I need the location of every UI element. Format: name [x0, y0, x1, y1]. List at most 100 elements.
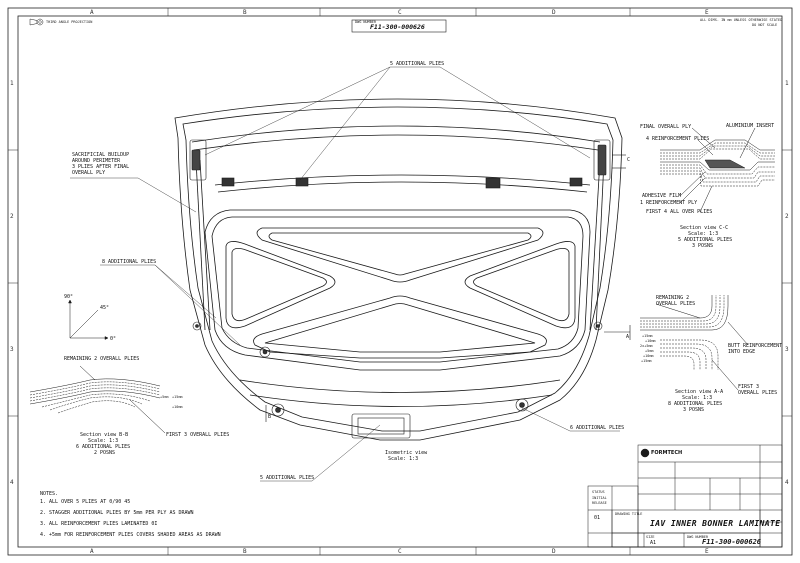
aa-caption-2: Scale: 1:3: [682, 395, 713, 401]
label-sacrificial-4: OVERALL PLY: [72, 170, 106, 176]
zone-d-top: D: [552, 9, 556, 16]
size-label: SIZE: [646, 535, 655, 539]
label-iso-title: Isometric view: [385, 450, 428, 456]
bb-caption-1: Section view B-B: [80, 432, 129, 438]
label-iso-scale: Scale: 1:3: [388, 456, 419, 462]
title-block: [587, 444, 783, 548]
section-bb-detail: [29, 365, 166, 434]
status-line-1: INITIAL: [592, 496, 607, 500]
dwg-number: F11-300-000626: [702, 538, 762, 546]
bb-caption-4: 2 POSNS: [94, 450, 116, 456]
ply-orientation: [68, 299, 109, 340]
zone-e-bottom: E: [705, 548, 709, 555]
cc-first4: FIRST 4 ALL OVER PLIES: [646, 209, 713, 215]
aa-butt-2: INTO EDGE: [728, 349, 756, 355]
marker-b: B: [268, 414, 272, 420]
drawing-title: IAV INNER BONNER LAMINATE: [650, 519, 781, 528]
zone-ticks: [8, 8, 792, 555]
inner-border: [17, 15, 783, 548]
bb-dim-1: +5mm: [160, 395, 169, 399]
bb-caption-2: Scale: 1:3: [88, 438, 119, 444]
outer-border: [7, 7, 793, 556]
aa-dim-3: 2x+5mm: [640, 344, 653, 348]
aa-caption-3: 8 ADDITIONAL PLIES: [668, 401, 723, 407]
label-angle-90: 90°: [64, 294, 74, 300]
note-2: 2. STAGGER ADDITIONAL PLIES BY 5mm PER P…: [40, 510, 194, 516]
cc-caption-4: 3 POSNS: [692, 243, 714, 249]
bb-remaining: REMAINING 2 OVERALL PLIES: [64, 356, 140, 362]
note-1: 1. ALL OVER 5 PLIES AT 0/90 45: [40, 499, 131, 505]
label-plies-top: 5 ADDITIONAL PLIES: [390, 61, 445, 67]
cc-caption-2: Scale: 1:3: [688, 231, 719, 237]
window-top: [256, 227, 544, 283]
top-dwg-label: DWG NUMBER: [355, 20, 377, 24]
label-sacrificial-3: 3 PLIES AFTER FINAL: [72, 164, 130, 170]
cc-caption-3: 5 ADDITIONAL PLIES: [678, 237, 733, 243]
aa-first3-2: OVERALL PLIES: [738, 390, 778, 396]
status-line-2: RELEASE: [592, 501, 607, 505]
inner-panel: [204, 209, 591, 371]
bonnet-features: [189, 139, 611, 439]
label-plies-8: 8 ADDITIONAL PLIES: [102, 259, 157, 265]
aa-dim-1: +15mm: [642, 334, 653, 338]
bonnet-drawing: [174, 98, 623, 441]
label-sacrificial-2: AROUND PERIMETER: [72, 158, 121, 164]
zone-a-bottom: A: [90, 548, 94, 555]
section-markers: [265, 154, 631, 422]
cc-alu-insert: ALUMINIUM INSERT: [726, 123, 775, 129]
company-logo: FORMTECH: [651, 450, 683, 456]
bb-dim-3: +10mm: [172, 405, 183, 409]
zone-1-left: 1: [10, 80, 14, 87]
cc-reinf-4: 4 REINFORCEMENT PLIES: [646, 136, 710, 142]
zone-3-left: 3: [10, 346, 14, 353]
zone-b-bottom: B: [243, 548, 247, 555]
label-plies-6: 6 ADDITIONAL PLIES: [570, 425, 625, 431]
size-value: A1: [650, 540, 657, 546]
bonnet-outline: [174, 98, 623, 441]
zone-4-left: 4: [10, 479, 14, 486]
section-cc-detail: [660, 127, 775, 213]
section-aa-detail: [640, 295, 749, 391]
zone-e-top: E: [705, 9, 709, 16]
units-note: ALL DIMS. IN mm UNLESS OTHERWISE STATED: [700, 18, 783, 22]
marker-a: A: [626, 334, 630, 340]
aa-remaining-2: OVERALL PLIES: [656, 301, 696, 307]
aa-dim-5: +10mm: [643, 354, 654, 358]
aa-dim-4: +5mm: [645, 349, 654, 353]
label-sacrificial-1: SACRIFICIAL BUILDUP: [72, 152, 130, 158]
top-dwg-number: F11-300-000626: [370, 23, 425, 31]
aa-dim-2: +10mm: [645, 339, 656, 343]
zone-2-left: 2: [10, 213, 14, 220]
zone-c-top: C: [398, 9, 402, 16]
window-bottom: [253, 295, 547, 359]
zone-c-bottom: C: [398, 548, 402, 555]
leader-lines: [70, 66, 620, 482]
label-plies-5b: 5 ADDITIONAL PLIES: [260, 475, 315, 481]
aa-caption-4: 3 POSNS: [683, 407, 705, 413]
aa-remaining-1: REMAINING 2: [656, 295, 690, 301]
zone-d-bottom: D: [552, 548, 556, 555]
aa-first3-1: FIRST 3: [738, 384, 760, 390]
bb-dim-2: +15mm: [172, 395, 183, 399]
zone-3-right: 3: [785, 346, 789, 353]
zone-b-top: B: [243, 9, 247, 16]
zone-a-top: A: [90, 9, 94, 16]
aa-caption-1: Section view A-A: [675, 389, 724, 395]
zone-2-right: 2: [785, 213, 789, 220]
projection-symbol: [29, 18, 44, 26]
issue-number: 01: [594, 515, 601, 521]
status-label: STATUS: [592, 490, 605, 494]
label-angle-0: 0°: [110, 336, 117, 342]
bb-first3: FIRST 3 OVERALL PLIES: [166, 432, 230, 438]
projection-label: THIRD ANGLE PROJECTION: [46, 20, 93, 24]
title-label: DRAWING TITLE: [615, 512, 643, 516]
cc-final-ply: FINAL OVERALL PLY: [640, 124, 692, 130]
bb-caption-3: 6 ADDITIONAL PLIES: [76, 444, 131, 450]
cc-caption-1: Section view C-C: [680, 225, 729, 231]
window-left: [225, 241, 336, 329]
window-right: [464, 241, 576, 329]
note-4: 4. +5mm FOR REINFORCEMENT PLIES COVERS S…: [40, 532, 221, 538]
top-dwg-box: [351, 19, 447, 33]
zone-4-right: 4: [785, 479, 789, 486]
